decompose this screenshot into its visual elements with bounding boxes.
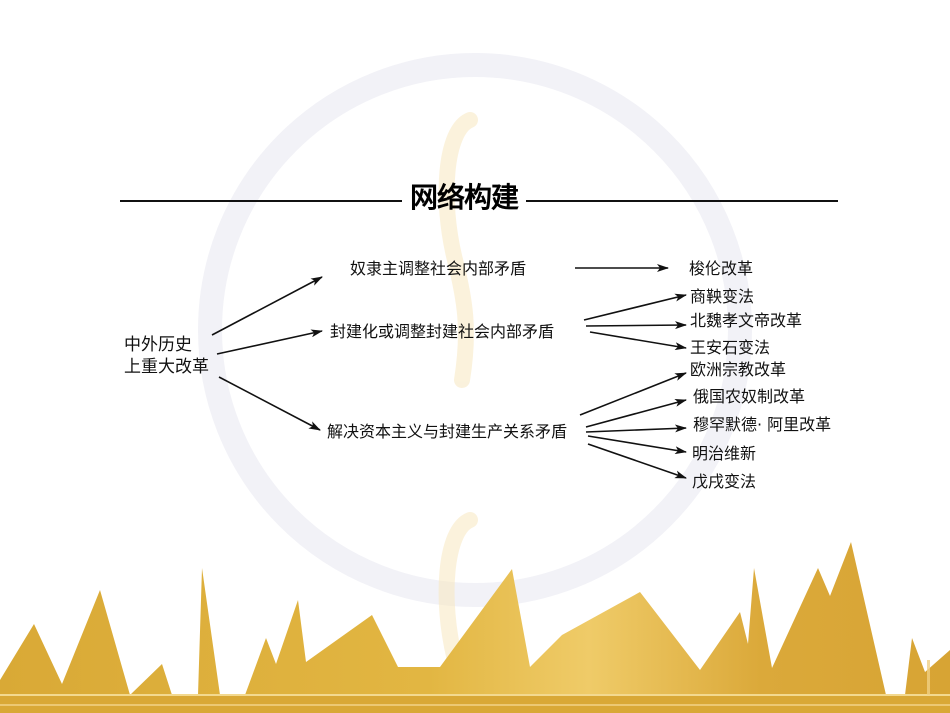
watermark-ring-icon bbox=[198, 53, 752, 607]
arrow-root-to-branch-2 bbox=[216, 329, 323, 355]
leaf-node: 欧洲宗教改革 bbox=[690, 360, 787, 379]
arrow-branch-3-child-5 bbox=[587, 443, 687, 479]
arrow-branch-2-child-1 bbox=[583, 293, 687, 321]
branch-node-1: 奴隶主调整社会内部矛盾 bbox=[350, 259, 527, 278]
gold-mountains-decoration bbox=[0, 542, 950, 713]
branch-node-2: 封建化或调整封建社会内部矛盾 bbox=[330, 322, 555, 341]
leaf-node: 俄国农奴制改革 bbox=[693, 387, 806, 406]
leaf-node: 穆罕默德· 阿里改革 bbox=[693, 415, 832, 434]
leaf-node: 王安石变法 bbox=[690, 338, 771, 357]
arrow-root-to-branch-3 bbox=[218, 376, 321, 431]
arrow-branch-2-child-2 bbox=[585, 321, 687, 330]
leaf-node: 北魏孝文帝改革 bbox=[690, 311, 803, 330]
root-node: 中外历史 上重大改革 bbox=[124, 334, 209, 378]
section-title: 网络构建 bbox=[120, 178, 838, 218]
arrow-branch-3-child-2 bbox=[585, 399, 687, 428]
root-node-line-2: 上重大改革 bbox=[124, 357, 209, 377]
arrow-root-to-branch-1 bbox=[211, 276, 323, 336]
arrow-branch-2-child-3 bbox=[589, 331, 687, 351]
arrow-branch-3-child-4 bbox=[587, 435, 687, 455]
branch-node-3: 解决资本主义与封建生产关系矛盾 bbox=[327, 422, 568, 441]
arrow-branch-3-child-3 bbox=[585, 424, 687, 433]
title-rule-right bbox=[526, 200, 838, 202]
arrow-branch-3-child-1 bbox=[579, 372, 687, 416]
root-node-line-1: 中外历史 bbox=[124, 335, 192, 355]
leaf-node: 商鞅变法 bbox=[690, 287, 755, 306]
title-rule-left bbox=[120, 200, 402, 202]
leaf-node: 戊戌变法 bbox=[692, 472, 757, 491]
leaf-node: 明治维新 bbox=[692, 444, 757, 463]
page-title: 网络构建 bbox=[409, 181, 519, 214]
leaf-node: 梭伦改革 bbox=[689, 259, 754, 278]
watermark-currency-icon bbox=[438, 112, 478, 668]
